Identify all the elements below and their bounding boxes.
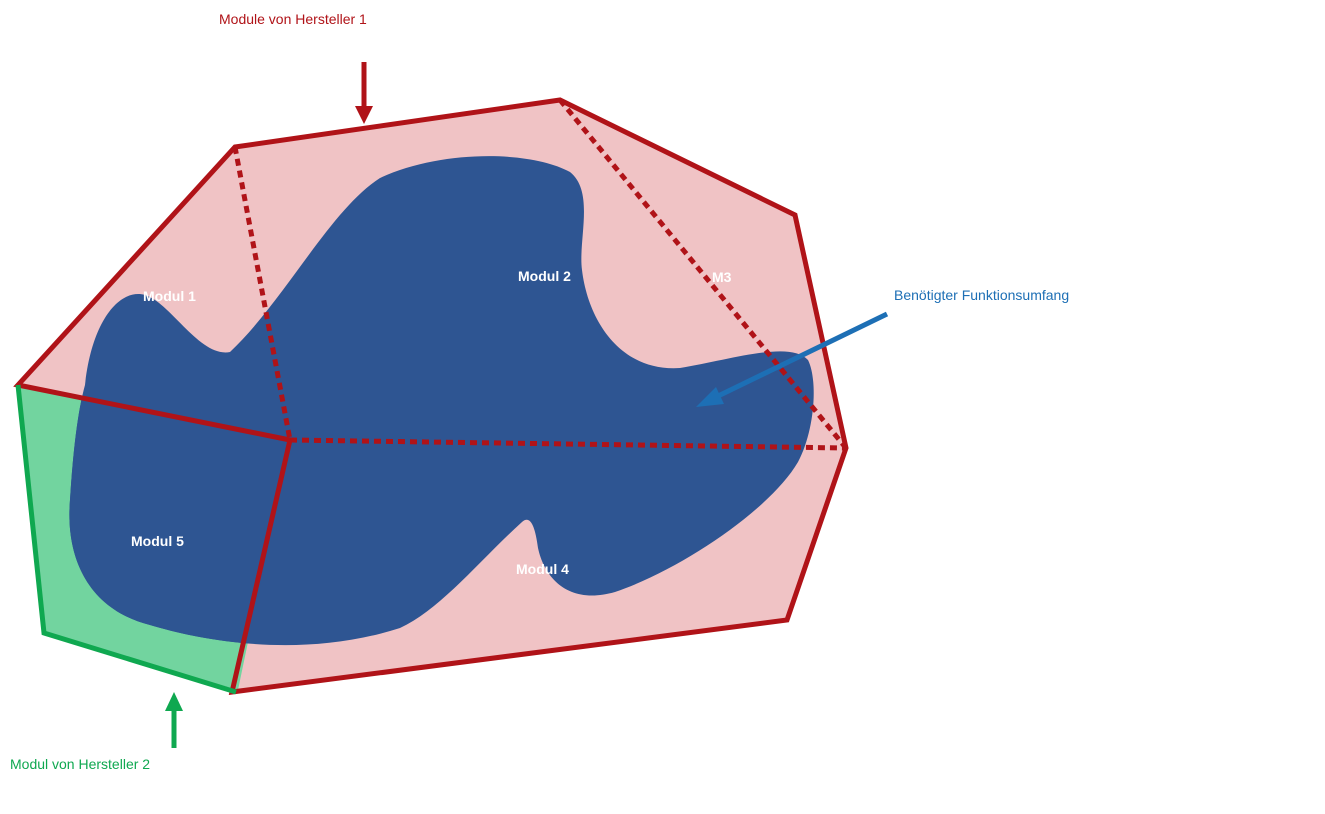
- divider-module2-module3: [558, 98, 848, 450]
- manufacturer2-label: Modul von Hersteller 2: [10, 756, 150, 772]
- module3-label: M3: [712, 269, 732, 285]
- manufacturer1-outline: [13, 97, 849, 695]
- divider-upper-lower: [289, 437, 847, 451]
- module4-label: Modul 4: [516, 561, 569, 577]
- required-scope-label: Benötigter Funktionsumfang: [894, 287, 1069, 303]
- module-dividers: [232, 98, 848, 451]
- divider-module1-module2: [232, 146, 293, 441]
- required-scope-arrow: [696, 311, 889, 407]
- module2-label: Modul 2: [518, 268, 571, 284]
- module1-label: Modul 1: [143, 288, 196, 304]
- module5-label: Modul 5: [131, 533, 184, 549]
- manufacturer1-label: Module von Hersteller 1: [219, 11, 367, 27]
- manufacturer1-arrow: [355, 62, 373, 124]
- manufacturer2-arrow: [165, 692, 183, 748]
- manufacturer2-outline: [15, 384, 237, 695]
